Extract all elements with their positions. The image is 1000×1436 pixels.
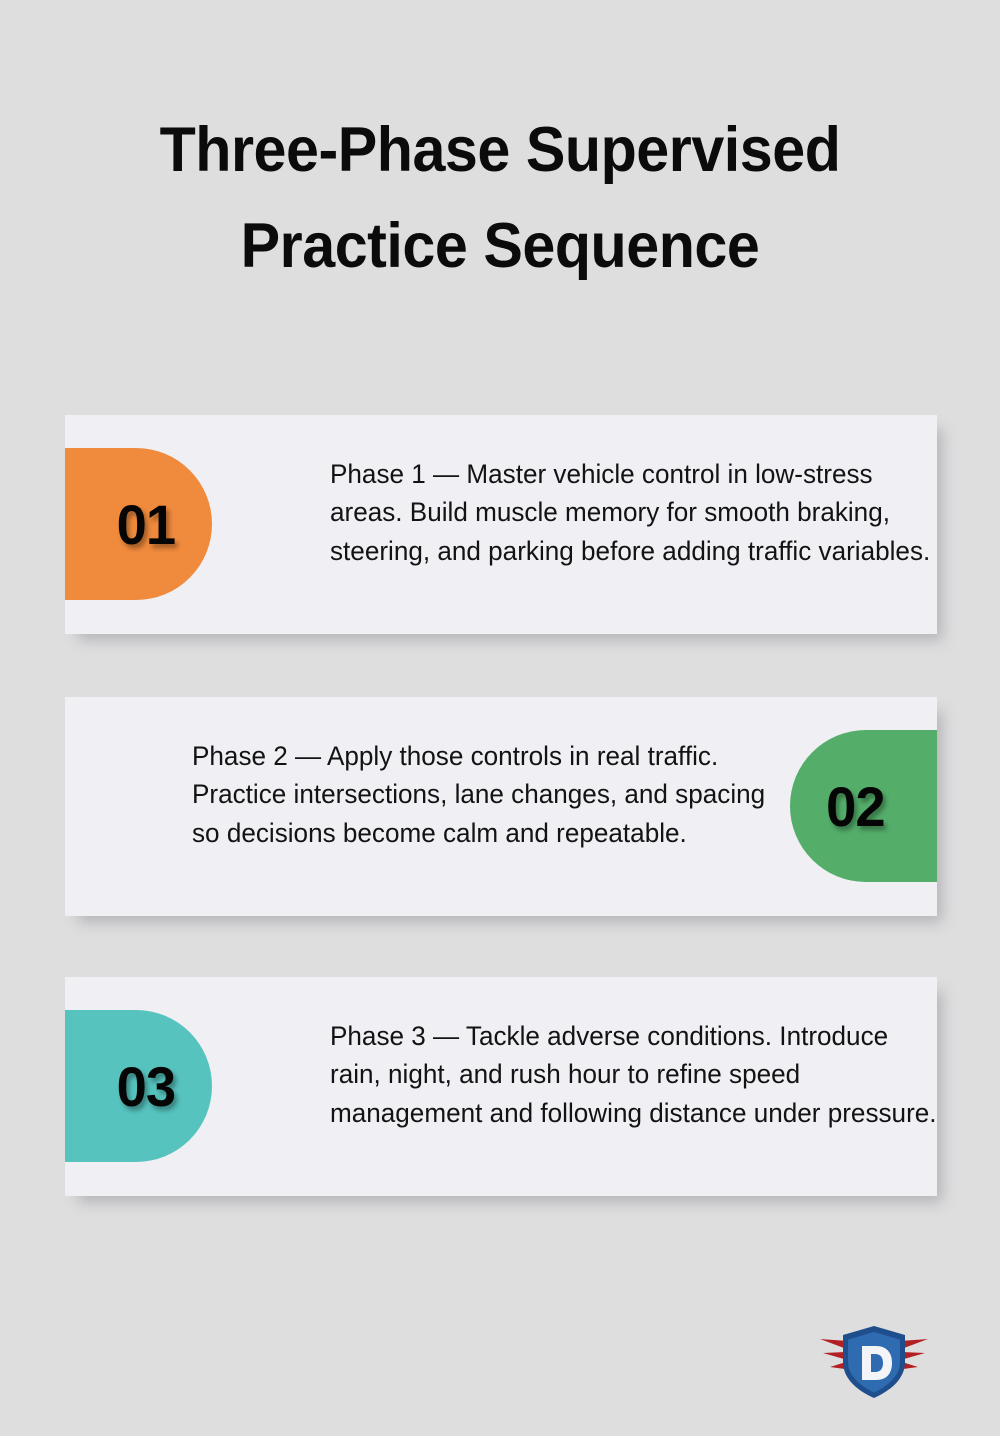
- phase-number-badge-2: 02: [790, 730, 937, 882]
- phase-card-3: 03 Phase 3 — Tackle adverse conditions. …: [65, 977, 937, 1196]
- phase-number-badge-3: 03: [65, 1010, 212, 1162]
- phase-card-2: 02 Phase 2 — Apply those controls in rea…: [65, 697, 937, 916]
- phase-number-badge-1: 01: [65, 448, 212, 600]
- page-title: Three-Phase Supervised Practice Sequence: [0, 103, 1000, 295]
- phase-description-3: Phase 3 — Tackle adverse conditions. Int…: [330, 1021, 937, 1128]
- phase-card-1: 01 Phase 1 — Master vehicle control in l…: [65, 415, 937, 634]
- phase-number-label-1: 01: [117, 492, 176, 556]
- shield-logo-icon: [820, 1326, 928, 1398]
- page-title-line-2: Practice Sequence: [240, 210, 760, 281]
- brand-logo: [818, 1315, 930, 1407]
- phase-description-2: Phase 2 — Apply those controls in real t…: [192, 741, 766, 848]
- phase-number-label-3: 03: [117, 1054, 176, 1118]
- page-title-line-1: Three-Phase Supervised: [159, 115, 841, 185]
- phase-description-1: Phase 1 — Master vehicle control in low-…: [330, 459, 931, 566]
- phase-number-label-2: 02: [826, 774, 885, 838]
